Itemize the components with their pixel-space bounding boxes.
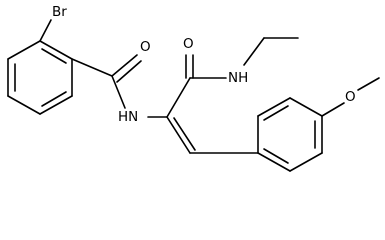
ring-bond	[257, 152, 291, 172]
carbonyl-double-bond	[111, 54, 138, 77]
ring-bond	[39, 95, 73, 115]
carbonyl-double-bond	[116, 60, 142, 83]
ring-bond	[289, 152, 323, 172]
aryl-oxygen-bond	[321, 102, 345, 117]
right-amide-nh-label: NH	[228, 70, 248, 86]
carbon-bromine-bond	[39, 19, 52, 42]
bromobenzoyl-ring	[7, 40, 73, 115]
ring-carbonyl-bond	[71, 58, 113, 77]
ring-double-bond	[41, 48, 67, 64]
left-amide-nh-label: HN	[118, 109, 138, 125]
alkene-double-bond	[166, 116, 191, 154]
ring-bond	[7, 40, 41, 60]
ring-bond	[257, 97, 291, 117]
methoxyphenyl-ring	[257, 97, 323, 172]
alkene-double-bond	[173, 117, 196, 151]
ring-double-bond	[263, 148, 289, 164]
methoxy-oxygen-label: O	[345, 89, 356, 105]
right-carbonyl-oxygen-label: O	[183, 36, 194, 52]
left-carbonyl-oxygen-label: O	[140, 39, 151, 55]
alkene-carbonyl-bond	[166, 77, 191, 118]
ethyl-bond-1	[243, 37, 265, 66]
ring-bond	[289, 97, 323, 117]
ring-bond	[7, 95, 41, 115]
chemical-structure-diagram: Br O HN O NH O	[7, 4, 380, 172]
bromine-atom-label: Br	[52, 4, 67, 20]
ring-double-bond	[41, 91, 67, 107]
ring-double-bond	[263, 105, 289, 121]
oxygen-methyl-bond	[357, 77, 380, 91]
amide-carbon-nitrogen-bond	[111, 75, 126, 109]
ring-bond	[39, 40, 73, 60]
